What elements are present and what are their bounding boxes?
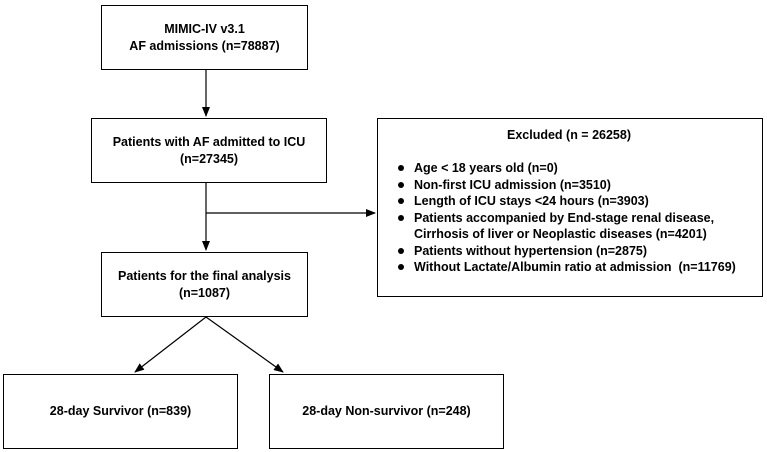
nonsurvivor-label: 28-day Non-survivor (n=248)	[302, 404, 471, 418]
excluded-title: Excluded (n = 26258)	[506, 128, 631, 142]
icu-patients-title: Patients with AF admitted to ICU	[112, 134, 306, 149]
mimic-source-box: MIMIC-IV v3.1 AF admissions (n=78887)	[101, 5, 308, 70]
final-analysis-title: Patients for the final analysis	[118, 268, 291, 283]
icu-patients-count: (n=27345)	[179, 151, 239, 166]
exclusion-item-text: Patients accompanied by End-stage renal …	[414, 210, 715, 225]
arrow-final-to-nonsurvivor	[205, 316, 284, 373]
exclusion-item-text-continued: Cirrhosis of liver or Neoplastic disease…	[414, 227, 707, 241]
exclusion-criteria-list: Age < 18 years old (n=0) Non-first ICU a…	[396, 160, 752, 276]
nonsurvivor-box: 28-day Non-survivor (n=248)	[269, 374, 504, 449]
exclusion-item-text: Non-first ICU admission (n=3510)	[414, 177, 611, 192]
exclusion-item-text: Length of ICU stays <24 hours (n=3903)	[414, 194, 649, 208]
exclusion-item: Patients without hypertension (n=2875)	[396, 243, 752, 260]
exclusion-item: Without Lactate/Albumin ratio at admissi…	[396, 259, 752, 276]
exclusion-item-text: Age < 18 years old (n=0)	[414, 161, 558, 175]
exclusion-item-text: Without Lactate/Albumin ratio at admissi…	[414, 260, 736, 274]
mimic-source-title: MIMIC-IV v3.1	[164, 21, 245, 36]
arrow-final-to-survivor	[134, 316, 207, 373]
exclusion-item-text: Patients without hypertension (n=2875)	[414, 243, 648, 258]
exclusion-item: Length of ICU stays <24 hours (n=3903)	[396, 193, 752, 210]
icu-patients-box: Patients with AF admitted to ICU (n=2734…	[91, 118, 327, 183]
survivor-box: 28-day Survivor (n=839)	[3, 374, 238, 449]
excluded-box: Excluded (n = 26258) Age < 18 years old …	[377, 118, 763, 297]
mimic-source-count: AF admissions (n=78887)	[129, 38, 280, 53]
survivor-label: 28-day Survivor (n=839)	[49, 404, 192, 418]
exclusion-item: Non-first ICU admission (n=3510)	[396, 177, 752, 194]
final-analysis-count: (n=1087)	[178, 285, 231, 300]
exclusion-item: Patients accompanied by End-stage renal …	[396, 210, 752, 243]
exclusion-item: Age < 18 years old (n=0)	[396, 160, 752, 177]
final-analysis-box: Patients for the final analysis (n=1087)	[101, 252, 308, 317]
